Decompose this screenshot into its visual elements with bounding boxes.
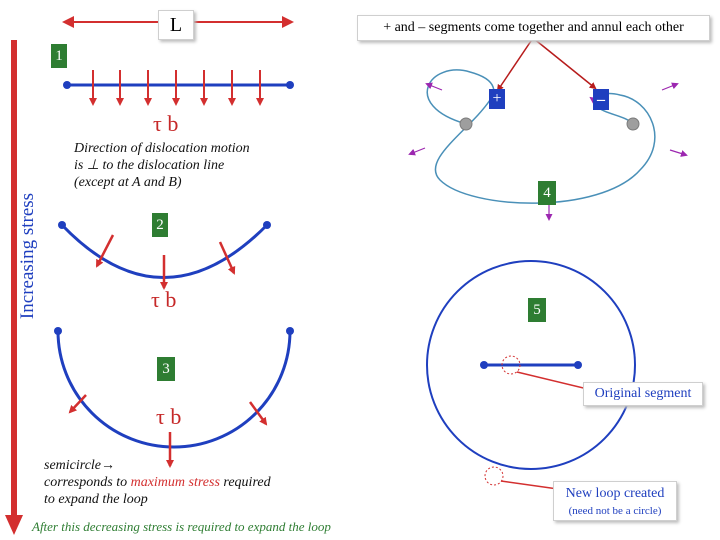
step2-bowed-dislocation [58, 221, 271, 290]
plus-segment-badge: + [489, 89, 505, 109]
direction-note-line1: Direction of dislocation motion [74, 141, 250, 156]
direction-note-line3: (except at A and B) [74, 175, 182, 190]
semicircle-note-line3: to expand the loop [44, 492, 148, 507]
tau-b-label-step1: τ b [153, 111, 179, 136]
new-loop-label[interactable]: New loop created (need not be a circle) [553, 481, 677, 521]
semicircle-note-line2-pre: corresponds to [44, 475, 131, 490]
direction-note: Direction of dislocation motion is ⊥ to … [74, 140, 250, 191]
direction-note-line2: is ⊥ to the dislocation line [74, 158, 225, 173]
original-segment-label: Original segment [583, 382, 703, 406]
step3-semicircle-dislocation [54, 327, 294, 468]
step-badge-4: 4 [538, 181, 556, 205]
semicircle-note-line2-post: required [219, 475, 271, 490]
after-note: After this decreasing stress is required… [32, 519, 331, 534]
semicircle-note-line1: semicircle→ [44, 458, 116, 473]
maximum-stress-text: maximum stress [130, 475, 220, 490]
length-label: L [158, 10, 194, 40]
new-loop-subtitle: (need not be a circle) [568, 505, 662, 517]
semicircle-note: semicircle→ corresponds to maximum stres… [44, 457, 271, 508]
minus-segment-badge: – [593, 89, 609, 110]
tau-b-label-step2: τ b [151, 287, 177, 312]
step1-dislocation-segment [63, 70, 294, 106]
step-badge-5: 5 [528, 298, 546, 322]
length-dimension-arrow [62, 16, 294, 28]
tau-b-label-step3: τ b [156, 404, 182, 429]
new-loop-title: New loop created [565, 486, 665, 501]
semicircle-note-line2: corresponds to maximum stress required [44, 474, 271, 491]
step-badge-2: 2 [152, 213, 168, 237]
step-badge-1: 1 [51, 44, 67, 68]
annul-note-pointers [496, 35, 597, 92]
step5-new-loop [426, 260, 636, 494]
step4-wrapping-loop [408, 69, 688, 221]
increasing-stress-label: Increasing stress [17, 192, 38, 320]
increasing-stress-arrow [5, 40, 23, 535]
step-badge-3: 3 [157, 357, 175, 381]
annul-note: + and – segments come together and annul… [357, 15, 710, 41]
